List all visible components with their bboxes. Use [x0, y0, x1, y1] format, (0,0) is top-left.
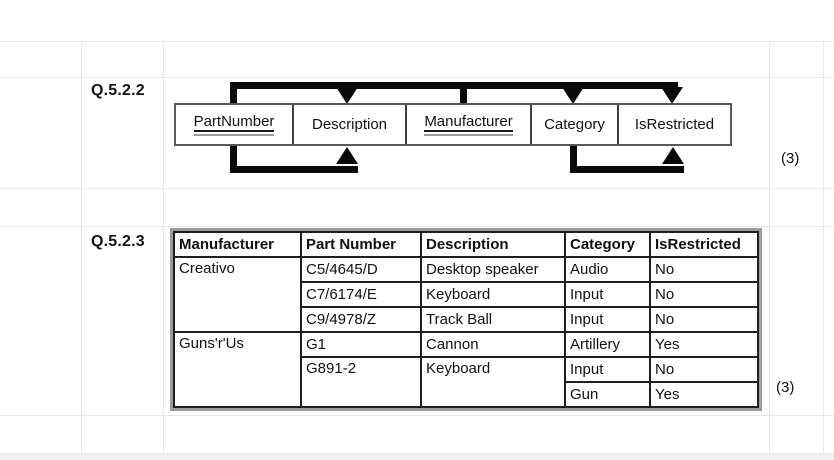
table-cell: No: [649, 306, 759, 333]
fd-field-box-manufacturer: Manufacturer: [405, 105, 530, 144]
fd-field-label: Category: [544, 116, 605, 133]
question-label-q522: Q.5.2.2: [91, 82, 145, 99]
fd-field-label: Manufacturer: [424, 113, 513, 136]
table-cell: G1: [300, 331, 422, 358]
fd-stem-category-bottom: [570, 146, 577, 173]
table-row: C7/6174/E Keyboard Input No: [174, 281, 759, 308]
table-cell: Artillery: [564, 331, 651, 358]
gridline-h: [0, 77, 834, 78]
marks-badge-q523: (3): [776, 379, 795, 396]
gridline-v: [823, 41, 824, 454]
bottom-row-shade: [0, 454, 834, 460]
table-cell: Input: [564, 356, 651, 383]
column-header-manufacturer: Manufacturer: [173, 231, 302, 258]
table-cell: Desktop speaker: [420, 256, 566, 283]
fd-bottom-bar-right: [570, 166, 684, 173]
fd-arrowhead-isrestricted-icon: [661, 87, 683, 104]
fd-diagram: PartNumber Description Manufacturer Cate…: [174, 103, 732, 146]
column-header-description: Description: [420, 231, 566, 258]
fd-arrowhead-up-isrestricted-icon: [662, 147, 684, 164]
table-row: Guns'r'Us G1 Cannon Artillery Yes: [173, 331, 759, 408]
column-header-isrestricted: IsRestricted: [649, 231, 759, 258]
parts-table-frame: Manufacturer Part Number Description Cat…: [170, 228, 762, 411]
fd-arrowhead-description-icon: [336, 87, 358, 104]
table-header-row: Manufacturer Part Number Description Cat…: [173, 231, 759, 258]
fd-stem-partnumber-bottom: [230, 146, 237, 173]
table-cell: Guns'r'Us: [173, 331, 302, 408]
column-header-part-number: Part Number: [300, 231, 422, 258]
fd-field-label: PartNumber: [193, 113, 275, 136]
table-cell: Cannon: [420, 331, 566, 358]
fd-arrowhead-up-description-icon: [336, 147, 358, 164]
gridline-v: [163, 41, 164, 454]
gridline-h: [0, 226, 834, 227]
table-cell: C7/6174/E: [300, 281, 422, 308]
fd-riser-manufacturer: [460, 87, 467, 104]
fd-field-box-isrestricted: IsRestricted: [617, 105, 730, 144]
table-cell: C9/4978/Z: [300, 306, 422, 333]
gridline-h: [0, 415, 834, 416]
table-cell: G891-2: [300, 356, 422, 408]
table-cell: Yes: [649, 331, 759, 358]
table-cell: Keyboard: [420, 281, 566, 308]
table-cell: Track Ball: [420, 306, 566, 333]
table-cell: C5/4645/D: [300, 256, 422, 283]
marks-badge-q522: (3): [781, 150, 800, 167]
column-header-category: Category: [564, 231, 651, 258]
fd-arrowhead-category-icon: [562, 87, 584, 104]
table-cell: Gun: [564, 381, 651, 408]
fd-field-box-partnumber: PartNumber: [176, 105, 292, 144]
table-row: G891-2 Keyboard Input No: [174, 356, 759, 408]
table-cell: Yes: [649, 381, 759, 408]
table-row: C9/4978/Z Track Ball Input No: [174, 306, 759, 333]
table-cell: Input: [564, 281, 651, 308]
table-cell: No: [649, 256, 759, 283]
table-row: Creativo C5/4645/D Desktop speaker Audio…: [173, 256, 759, 333]
table-cell: No: [649, 356, 759, 383]
table-cell: Keyboard: [420, 356, 566, 408]
table-cell: Audio: [564, 256, 651, 283]
fd-field-label: IsRestricted: [634, 116, 715, 133]
table-row: Gun Yes: [174, 381, 759, 408]
table-cell: No: [649, 281, 759, 308]
fd-field-label: Description: [311, 116, 388, 133]
fd-field-box-category: Category: [530, 105, 617, 144]
fd-bottom-bar-left: [230, 166, 358, 173]
gridline-h: [0, 188, 834, 189]
table-cell: Input: [564, 306, 651, 333]
gridline-h: [0, 41, 834, 42]
gridline-v: [769, 41, 770, 454]
gridline-v: [81, 41, 82, 454]
question-label-q523: Q.5.2.3: [91, 233, 145, 250]
fd-riser-partnumber: [230, 82, 237, 105]
fd-top-bar: [230, 82, 678, 89]
parts-table: Manufacturer Part Number Description Cat…: [173, 231, 759, 408]
table-cell: Creativo: [173, 256, 302, 333]
fd-field-box-description: Description: [292, 105, 405, 144]
gridline-h: [0, 453, 834, 454]
